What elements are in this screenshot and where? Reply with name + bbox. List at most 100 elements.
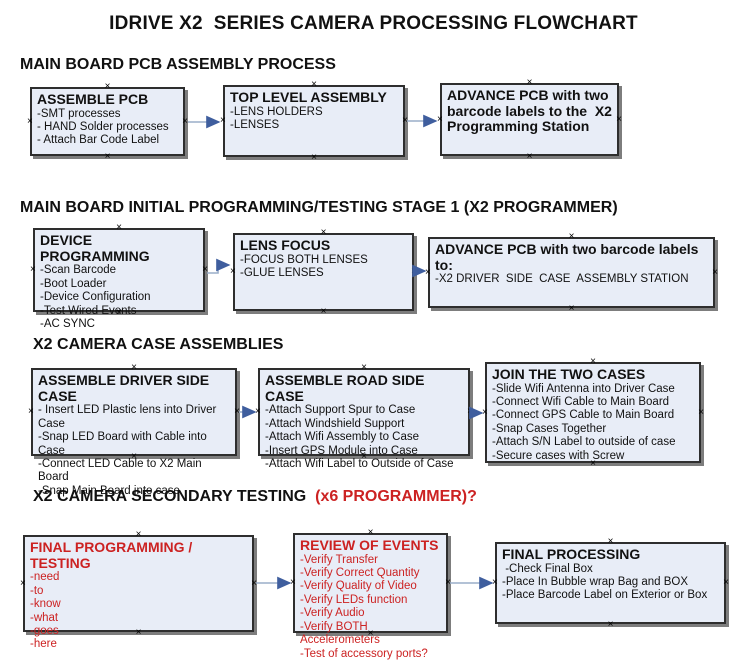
flow-box-top-level-assembly: TOP LEVEL ASSEMBLY -LENS HOLDERS -LENSES… [220, 80, 408, 163]
box-line: - Insert LED Plastic lens into Driver Ca… [38, 404, 220, 430]
connection-point-icon: × [104, 81, 111, 92]
box-title: JOIN THE TWO CASES [492, 366, 646, 382]
connection-point-icon: × [28, 406, 34, 417]
connection-point-icon: × [230, 266, 236, 277]
box-line: -Attach Support Spur to Case [265, 404, 416, 417]
box-title: LENS FOCUS [240, 237, 331, 253]
box-line: -Place In Bubble wrap Bag and BOX [502, 576, 689, 589]
box-line: -what [30, 611, 59, 624]
box-line: -Verify Transfer [300, 553, 378, 566]
box-title: REVIEW OF EVENTS [300, 537, 439, 553]
connection-point-icon: × [482, 406, 488, 418]
box-line: -FOCUS BOTH LENSES [240, 253, 368, 266]
box-title: DEVICE PROGRAMMING [40, 232, 150, 264]
connection-point-icon: × [698, 406, 704, 418]
box-line: -Connect LED Cable to X2 Main Board [38, 457, 205, 484]
connection-point-icon: × [437, 113, 443, 125]
connection-point-icon: × [361, 362, 367, 373]
flow-box-device-programming: DEVICE PROGRAMMING -Scan Barcode -Boot L… [30, 223, 208, 330]
box-line: -Insert GPS Module into Case [265, 444, 418, 457]
box-line: -X2 DRIVER SIDE CASE ASSEMBLY STATION [435, 273, 689, 286]
connection-point-icon: × [467, 406, 473, 417]
flow-box-advance-pcb-driver-side: ADVANCE PCB with two barcode labels to: … [425, 232, 718, 314]
box-line: -Scan Barcode [40, 264, 117, 277]
box-line: -Verify Audio [300, 607, 365, 620]
connection-point-icon: × [116, 222, 122, 233]
box-line: -Snap LED Board with Cable into Case [38, 431, 210, 457]
box-line: -Snap Main Board into case [38, 484, 180, 497]
box-title: TOP LEVEL ASSEMBLY [230, 89, 387, 105]
box-title: ASSEMBLE PCB [37, 91, 149, 107]
flow-box-final-programming-testing: FINAL PROGRAMMING / TESTING -need -to -k… [20, 530, 257, 651]
connection-point-icon: × [568, 303, 575, 314]
box-line: -need [30, 571, 60, 584]
box-line: -Test of accessory ports? [300, 647, 428, 660]
flow-box-final-processing: FINAL PROCESSING -Check Final Box -Place… [492, 537, 729, 630]
connection-point-icon: × [311, 79, 317, 90]
box-line: -Place Barcode Label on Exterior or Box [502, 589, 708, 602]
page-title: IDRIVE X2 SERIES CAMERA PROCESSING FLOWC… [109, 13, 638, 34]
box-line: -LENSES [230, 119, 280, 132]
box-title: ASSEMBLE ROAD SIDE CASE [265, 372, 429, 404]
box-line: -Attach S/N Label to outside of case [492, 436, 676, 449]
connection-point-icon: × [616, 113, 622, 125]
connection-point-icon: × [411, 266, 417, 277]
box-line: -Attach Wifi Assembly to Case [265, 431, 420, 444]
box-line: -Secure cases with Screw [492, 449, 625, 462]
box-line: -to [30, 584, 44, 597]
connection-point-icon: × [492, 577, 498, 588]
connection-point-icon: × [320, 227, 327, 238]
box-line: -Snap Cases Together [492, 422, 607, 435]
box-title: ADVANCE PCB with two barcode labels to: [435, 241, 703, 273]
section-heading-black-part: X2 CAMERA SECONDARY TESTING [33, 488, 316, 505]
flow-box-join-the-two-cases: JOIN THE TWO CASES -Slide Wifi Antenna i… [482, 357, 704, 469]
box-line: -Check Final Box [502, 562, 593, 575]
connection-point-icon: × [320, 306, 327, 317]
box-line: -AC SYNC [40, 317, 95, 330]
box-line: - HAND Solder processes [37, 121, 169, 134]
connection-point-icon: × [20, 577, 26, 589]
flow-box-assemble-driver-side-case: ASSEMBLE DRIVER SIDE CASE - Insert LED P… [28, 363, 240, 497]
box-line: -goes [30, 624, 59, 637]
box-line: -GLUE LENSES [240, 267, 324, 280]
box-title: ASSEMBLE DRIVER SIDE CASE [38, 372, 214, 404]
connection-point-icon: × [712, 266, 718, 278]
box-line: -Verify BOTH Accelerometers [300, 620, 380, 647]
connection-point-icon: × [182, 115, 188, 127]
box-line: - Attach Bar Code Label [37, 134, 160, 147]
connection-point-icon: × [234, 406, 240, 417]
box-title: FINAL PROGRAMMING / TESTING [30, 539, 197, 571]
box-line: -LENS HOLDERS [230, 105, 323, 118]
flow-box-advance-pcb-programming-station: ADVANCE PCB with two barcode labels to t… [437, 78, 622, 162]
box-line: -Test Wired Events [40, 304, 137, 317]
section-heading-red-part: (x6 PROGRAMMER)? [315, 488, 477, 505]
connection-point-icon: × [607, 536, 614, 547]
connection-point-icon: × [526, 77, 533, 88]
connection-point-icon: × [402, 115, 408, 126]
connection-point-icon: × [723, 577, 729, 588]
connection-point-icon: × [30, 264, 36, 275]
section-heading-secondary-testing: X2 CAMERA SECONDARY TESTING (x6 PROGRAMM… [33, 488, 477, 506]
box-line: -know [30, 598, 61, 611]
section-heading-initial-programming: MAIN BOARD INITIAL PROGRAMMING/TESTING S… [20, 199, 618, 216]
box-line: -here [30, 638, 57, 651]
connection-point-icon: × [445, 577, 451, 588]
connection-point-icon: × [251, 577, 257, 589]
box-line: -Boot Loader [40, 277, 107, 290]
box-title: FINAL PROCESSING [502, 546, 641, 562]
connection-point-icon: × [425, 266, 431, 278]
section-heading-case-assemblies: X2 CAMERA CASE ASSEMBLIES [33, 336, 284, 353]
flow-box-assemble-pcb: ASSEMBLE PCB -SMT processes - HAND Solde… [27, 82, 188, 162]
box-line: -SMT processes [37, 107, 121, 120]
arrow-device-programming-to-lens-focus [207, 258, 231, 274]
connection-point-icon: × [367, 527, 374, 538]
box-line: -Attach Windshield Support [265, 417, 405, 430]
connection-point-icon: × [255, 406, 261, 417]
flow-box-lens-focus: LENS FOCUS -FOCUS BOTH LENSES -GLUE LENS… [230, 228, 417, 317]
box-line: -Connect GPS Cable to Main Board [492, 409, 675, 422]
section-heading-pcb-assembly: MAIN BOARD PCB ASSEMBLY PROCESS [20, 56, 336, 73]
flow-box-review-of-events: REVIEW OF EVENTS -Verify Transfer -Verif… [290, 528, 451, 660]
box-line: -Attach Wifi Label to Outside of Case [265, 457, 454, 470]
box-line: -Verify LEDs function [300, 593, 408, 606]
box-line: -Device Configuration [40, 291, 151, 304]
